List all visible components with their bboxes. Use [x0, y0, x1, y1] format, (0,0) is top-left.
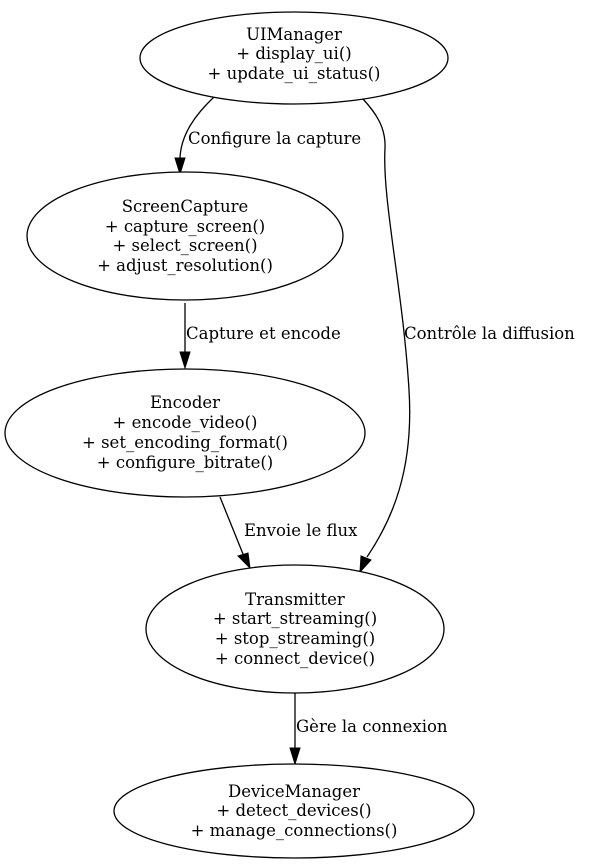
edge-label-configure-capture: Configure la capture — [188, 129, 361, 148]
edge-label-manage-connection: Gère la connexion — [296, 717, 448, 736]
node-method: + encode_video() — [113, 413, 258, 432]
arrowhead — [359, 555, 372, 574]
arrowhead — [289, 747, 301, 766]
node-transmitter: Transmitter + start_streaming() + stop_s… — [145, 564, 445, 694]
node-method: + display_ui() — [236, 44, 351, 63]
edge-label-send-stream: Envoie le flux — [244, 521, 358, 540]
edge-line — [219, 496, 244, 555]
node-method: + adjust_resolution() — [97, 256, 273, 275]
node-method: + select_screen() — [112, 236, 257, 255]
node-method: + configure_bitrate() — [97, 453, 273, 472]
edge-uimanager-transmitter: Contrôle la diffusion — [359, 98, 575, 574]
node-ellipse — [139, 11, 449, 105]
node-screencapture: ScreenCapture + capture_screen() + selec… — [26, 171, 344, 301]
edge-label-control-broadcast: Contrôle la diffusion — [404, 324, 575, 343]
node-title: DeviceManager — [228, 782, 360, 801]
edge-line — [362, 98, 411, 558]
edge-line — [179, 96, 215, 159]
node-method: + connect_device() — [215, 649, 375, 668]
node-title: ScreenCapture — [122, 197, 249, 216]
node-method: + capture_screen() — [105, 217, 266, 236]
node-ellipse — [4, 368, 366, 498]
node-title: UIManager — [246, 25, 342, 44]
edge-screencapture-encoder: Capture et encode — [179, 303, 341, 370]
node-method: + update_ui_status() — [208, 64, 381, 83]
edge-encoder-transmitter: Envoie le flux — [219, 496, 358, 570]
node-devicemanager: DeviceManager + detect_devices() + manag… — [113, 763, 475, 859]
edge-transmitter-devicemanager: Gère la connexion — [289, 693, 448, 766]
node-encoder: Encoder + encode_video() + set_encoding_… — [4, 368, 366, 498]
node-title: Encoder — [150, 393, 220, 412]
node-method: + detect_devices() — [216, 801, 371, 820]
arrowhead — [179, 351, 191, 370]
node-method: + manage_connections() — [191, 821, 398, 840]
arrowhead — [174, 157, 186, 176]
node-uimanager: UIManager + display_ui() + update_ui_sta… — [139, 11, 449, 105]
arrowhead — [237, 552, 251, 570]
edge-label-capture-encode: Capture et encode — [186, 324, 341, 343]
node-method: + set_encoding_format() — [82, 433, 288, 452]
node-ellipse — [113, 763, 475, 859]
node-title: Transmitter — [245, 590, 345, 609]
node-method: + stop_streaming() — [215, 629, 376, 648]
edge-uimanager-screencapture: Configure la capture — [174, 96, 361, 176]
node-ellipse — [145, 564, 445, 694]
node-ellipse — [26, 171, 344, 301]
node-method: + start_streaming() — [213, 609, 377, 628]
